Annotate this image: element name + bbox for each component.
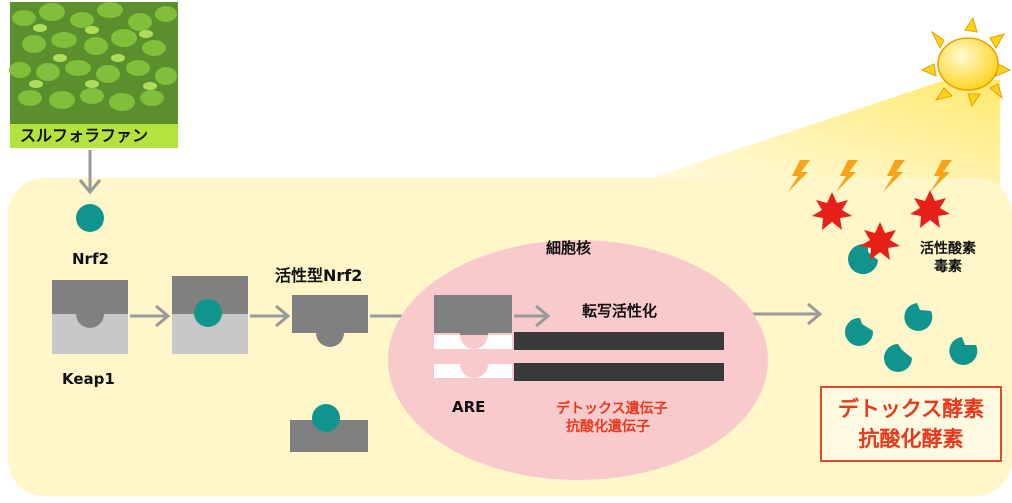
arrow-sulforaphane-to-nrf2 [78, 150, 102, 195]
enzyme-box: デトックス酵素 抗酸化酵素 [820, 386, 1002, 462]
burst-icon [812, 192, 852, 230]
sunlight-beam [640, 80, 1000, 190]
transcription-label: 転写活性化 [582, 302, 658, 320]
antioxidant-gene-label: 抗酸化遺伝子 [566, 419, 650, 435]
lightning-icon [883, 160, 905, 192]
nrf2-label: Nrf2 [72, 250, 109, 268]
keap1-label: Keap1 [62, 370, 115, 388]
arrow-keap1-2 [250, 304, 291, 328]
broccoli-sprouts-image [9, 2, 178, 124]
sun-icon [920, 16, 1012, 108]
are-label: ARE [452, 398, 486, 416]
keap1-nrf2-complex [172, 276, 248, 354]
lightning-icons [788, 160, 952, 192]
arrow-transcription-front [514, 304, 551, 328]
lightning-icon [788, 160, 810, 192]
keap1-bound-nrf2 [290, 404, 368, 452]
lightning-icon [930, 160, 952, 192]
arrow-keap1-1 [130, 304, 171, 328]
burst-icon [910, 190, 950, 228]
active-nrf2-block [292, 295, 368, 347]
sulforaphane-label: スルフォラファン [10, 124, 178, 148]
nucleus [388, 240, 768, 480]
ros-bursts [812, 190, 950, 230]
active-nrf2-label: 活性型Nrf2 [275, 266, 363, 285]
toxin-label: 毒素 [934, 259, 962, 275]
enzyme-icon [904, 303, 933, 331]
nrf2-molecule [76, 204, 104, 232]
lightning-icon [836, 160, 858, 192]
ros-label: 活性酸素 [920, 241, 976, 257]
dna-strand-top [514, 332, 724, 350]
are-binding-site [434, 295, 512, 378]
enzyme-icon [884, 344, 912, 372]
detox-enzyme-label: デトックス酵素 [837, 397, 985, 421]
enzyme-icon [949, 337, 978, 365]
enzyme-icon [848, 244, 878, 275]
antioxidant-enzyme-label: 抗酸化酵素 [858, 427, 964, 451]
enzyme-icon [845, 317, 874, 346]
dna-strand-bottom [514, 363, 724, 381]
detox-gene-label: デトックス遺伝子 [556, 401, 668, 417]
keap1-block [52, 280, 128, 354]
enzymes [845, 303, 978, 372]
nucleus-label: 細胞核 [546, 239, 592, 257]
burst-icon [860, 222, 900, 260]
